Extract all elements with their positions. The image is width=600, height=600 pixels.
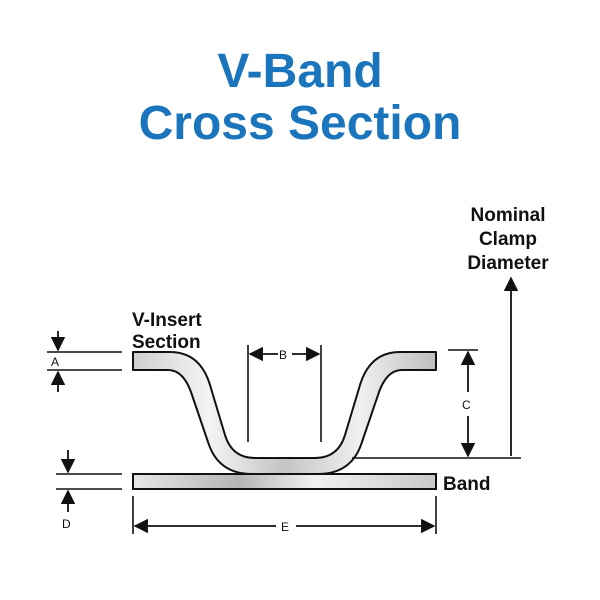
dim-d-label: D xyxy=(62,517,71,531)
v-insert-label-line-1: V-Insert xyxy=(132,310,202,331)
title-line-1: V-Band xyxy=(217,45,383,98)
band-strip xyxy=(132,473,437,490)
dim-c-label: C xyxy=(462,398,471,412)
v-insert-profile xyxy=(132,351,437,475)
title-line-2: Cross Section xyxy=(138,97,462,150)
nominal-label-line-1: Nominal xyxy=(471,205,546,226)
v-insert-label-line-2: Section xyxy=(132,332,201,353)
dim-e-label: E xyxy=(281,520,289,534)
dim-a-label: A xyxy=(51,355,59,369)
band-label: Band xyxy=(443,474,491,495)
nominal-label-line-2: Clamp xyxy=(479,229,537,250)
nominal-label-line-3: Diameter xyxy=(467,253,549,274)
dim-b-label: B xyxy=(279,348,287,362)
